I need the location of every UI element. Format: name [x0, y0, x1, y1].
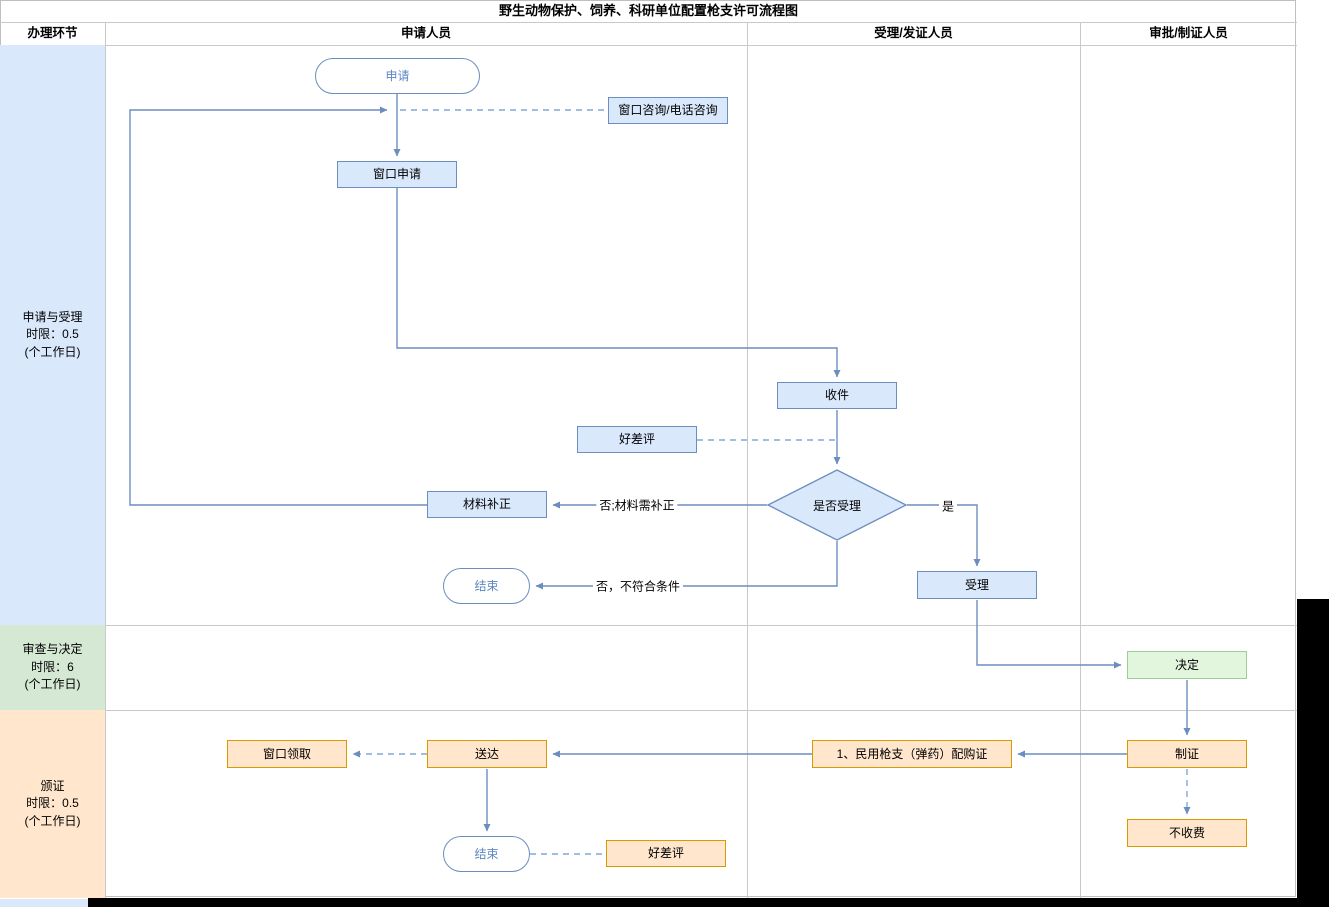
node-accept: 受理: [917, 571, 1037, 599]
title-divider: [0, 22, 1297, 23]
node-cert: 1、民用枪支（弹药）配购证: [812, 740, 1012, 768]
lane2-divider: [0, 710, 1297, 711]
node-receive: 收件: [777, 382, 897, 409]
edge-label-yes: 是: [938, 497, 958, 515]
screen-black-right: [1297, 599, 1329, 907]
column-header-applicant: 申请人员: [400, 26, 451, 40]
node-window-pickup: 窗口领取: [227, 740, 347, 768]
column-header-acceptor: 受理/发证人员: [874, 26, 953, 40]
diagram-title: 野生动物保护、饲养、科研单位配置枪支许可流程图: [498, 3, 798, 18]
decision-label: 是否受理: [812, 498, 861, 513]
node-decide: 决定: [1127, 651, 1247, 679]
column-divider-2: [747, 22, 748, 898]
lane-label-review-decide: 审查与决定 时限：6 (个工作日): [0, 625, 105, 710]
lane-label-apply-accept: 申请与受理 时限：0.5 (个工作日): [0, 45, 105, 625]
node-review1: 好差评: [577, 426, 697, 453]
node-end2: 结束: [443, 836, 530, 872]
lane-label-issue-cert: 颁证 时限：0.5 (个工作日): [0, 710, 105, 898]
screen-blue-corner: [0, 899, 88, 907]
node-start: 申请: [315, 58, 480, 94]
node-deliver: 送达: [427, 740, 547, 768]
node-end1: 结束: [443, 568, 530, 604]
column-header-stage: 办理环节: [27, 26, 78, 40]
node-consult: 窗口咨询/电话咨询: [608, 97, 728, 124]
screen-black-bottom: [88, 898, 1297, 907]
node-accept-decision: 是否受理: [767, 469, 907, 541]
node-no-fee: 不收费: [1127, 819, 1247, 847]
decision-diamond-shape: [767, 469, 907, 541]
column-divider-3: [1080, 22, 1081, 898]
edge-label-no-supplement: 否;材料需补正: [596, 496, 678, 514]
edge-label-no-reject: 否，不符合条件: [592, 577, 684, 595]
column-divider-1: [105, 22, 106, 898]
lane1-divider: [0, 625, 1297, 626]
node-review2: 好差评: [606, 840, 726, 867]
node-make-cert: 制证: [1127, 740, 1247, 768]
column-header-approver: 审批/制证人员: [1149, 26, 1228, 40]
node-window-apply: 窗口申请: [337, 161, 457, 188]
header-divider: [0, 45, 1297, 46]
node-supplement: 材料补正: [427, 491, 547, 518]
